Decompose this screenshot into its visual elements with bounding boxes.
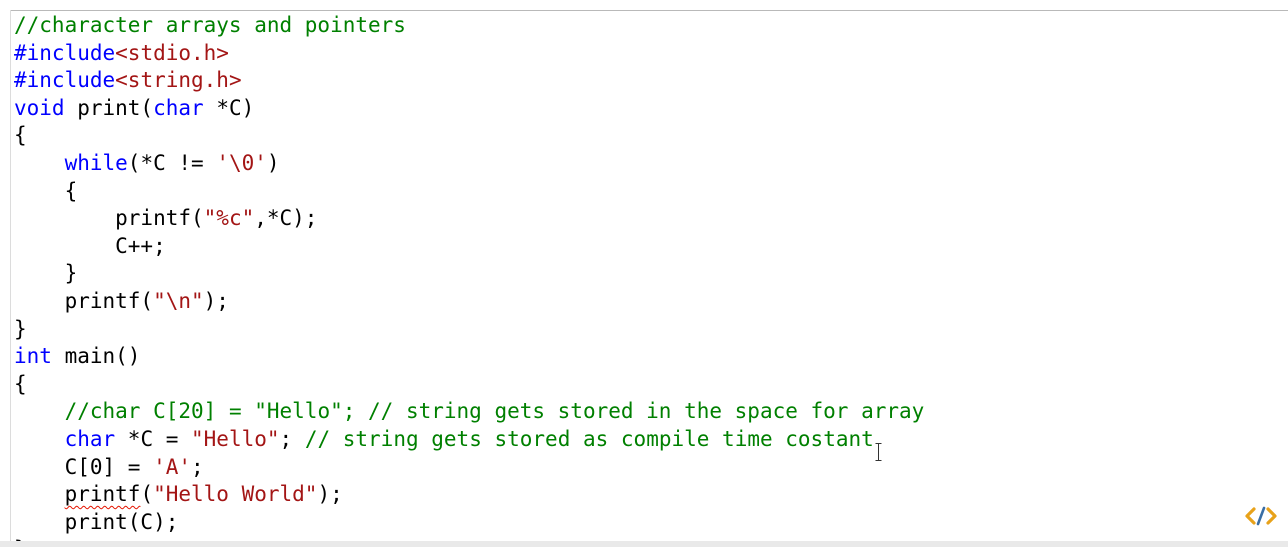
- code-token: char: [153, 95, 204, 120]
- code-line-18[interactable]: printf("Hello World");: [14, 481, 924, 509]
- code-token: }: [14, 316, 27, 341]
- code-token: <string.h>: [115, 68, 242, 93]
- i-beam-cursor-icon: [875, 443, 882, 461]
- code-token: //char C[20] = "Hello"; // string gets s…: [64, 399, 925, 424]
- code-token: (*C !=: [127, 150, 217, 175]
- code-token: #include: [14, 40, 116, 65]
- code-token: *C =: [115, 426, 192, 451]
- code-line-1[interactable]: //character arrays and pointers: [14, 12, 924, 40]
- code-line-7[interactable]: {: [14, 178, 924, 206]
- code-line-5[interactable]: {: [14, 122, 924, 150]
- code-token: printf(: [14, 206, 204, 231]
- code-line-14[interactable]: {: [14, 371, 924, 399]
- code-token: printf(: [14, 288, 154, 313]
- editor-left-border: [10, 10, 11, 547]
- code-token: [14, 399, 65, 423]
- code-line-3[interactable]: #include<string.h>: [14, 67, 924, 95]
- code-brackets-logo-icon: [1245, 506, 1277, 526]
- code-token: );: [203, 288, 229, 313]
- code-token: C[0] =: [14, 454, 154, 479]
- code-line-2[interactable]: #include<stdio.h>: [14, 40, 924, 68]
- code-token: ;: [279, 426, 305, 451]
- code-token: int: [14, 344, 52, 369]
- code-token: {: [14, 178, 78, 203]
- code-line-8[interactable]: printf("%c",*C);: [14, 205, 924, 233]
- code-token: {: [14, 371, 27, 396]
- code-token: main(): [51, 344, 141, 369]
- code-token: //character arrays and pointers: [14, 13, 406, 37]
- code-token: ,*C);: [254, 206, 318, 231]
- code-token: ;: [191, 454, 204, 479]
- code-token: print(: [64, 95, 154, 120]
- code-line-4[interactable]: void print(char *C): [14, 95, 924, 123]
- code-token: *C): [203, 95, 255, 120]
- code-line-17[interactable]: C[0] = 'A';: [14, 454, 924, 482]
- code-token: [14, 482, 65, 506]
- error-squiggle-token: printf: [64, 482, 141, 507]
- code-line-11[interactable]: printf("\n");: [14, 288, 924, 316]
- code-token: 'A': [153, 454, 192, 479]
- code-line-15[interactable]: //char C[20] = "Hello"; // string gets s…: [14, 398, 925, 426]
- editor-top-border: [10, 10, 1288, 11]
- code-token: [14, 151, 65, 175]
- code-token: (: [140, 482, 154, 507]
- code-token: while: [64, 150, 128, 175]
- code-token: {: [14, 123, 27, 148]
- code-line-10[interactable]: }: [14, 260, 924, 288]
- code-token: );: [317, 482, 343, 507]
- code-line-13[interactable]: int main(): [14, 343, 924, 371]
- code-line-9[interactable]: C++;: [14, 233, 924, 261]
- code-token: C++;: [14, 233, 166, 258]
- code-token: "Hello World": [153, 482, 318, 507]
- code-line-19[interactable]: print(C);: [14, 509, 924, 537]
- code-text-area[interactable]: //character arrays and pointers#include<…: [14, 12, 924, 547]
- code-token: <stdio.h>: [115, 40, 229, 65]
- code-token: char: [64, 426, 116, 451]
- code-token: "%c": [203, 206, 255, 231]
- code-token: void: [14, 95, 65, 120]
- code-line-12[interactable]: }: [14, 316, 924, 344]
- code-token: '\0': [216, 150, 267, 175]
- code-token: ): [266, 150, 280, 175]
- code-token: [14, 427, 65, 451]
- code-token: // string gets stored as compile time co…: [304, 426, 874, 451]
- editor-bottom-edge: [0, 541, 1288, 547]
- code-line-16[interactable]: char *C = "Hello"; // string gets stored…: [14, 426, 924, 454]
- code-token: "\n": [153, 288, 204, 313]
- code-line-6[interactable]: while(*C != '\0'): [14, 150, 924, 178]
- code-token: #include: [14, 68, 116, 93]
- code-token: }: [14, 261, 78, 286]
- code-token: "Hello": [191, 426, 280, 451]
- code-token: print(C);: [14, 509, 179, 534]
